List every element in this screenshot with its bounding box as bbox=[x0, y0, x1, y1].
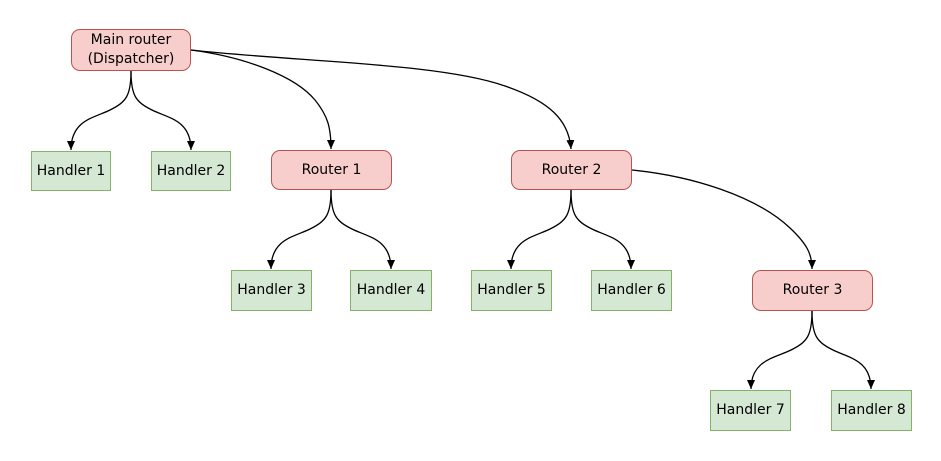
edge-router-2-to-router-3 bbox=[631, 169, 816, 270]
node-main-router: Main router (Dispatcher) bbox=[71, 29, 191, 71]
edge-main-router-to-handler-1 bbox=[67, 70, 132, 151]
edge-main-router-to-router-1 bbox=[190, 49, 335, 150]
edge-main-router-to-handler-2 bbox=[130, 70, 195, 151]
node-router-2: Router 2 bbox=[511, 150, 632, 190]
node-handler-3: Handler 3 bbox=[231, 270, 312, 311]
node-handler-4: Handler 4 bbox=[350, 270, 432, 311]
edge-router-2-to-handler-6 bbox=[570, 189, 635, 270]
edge-router-1-to-handler-3 bbox=[267, 189, 332, 270]
node-handler-7: Handler 7 bbox=[710, 390, 791, 431]
node-handler-6: Handler 6 bbox=[591, 270, 672, 311]
node-handler-2: Handler 2 bbox=[151, 151, 231, 191]
edge-router-2-to-handler-5 bbox=[507, 189, 572, 270]
node-handler-5: Handler 5 bbox=[471, 270, 552, 311]
edge-router-3-to-handler-7 bbox=[747, 310, 813, 390]
edge-router-1-to-handler-4 bbox=[330, 189, 395, 270]
edge-main-router-to-router-2 bbox=[190, 49, 575, 150]
node-router-1: Router 1 bbox=[271, 150, 392, 190]
node-handler-8: Handler 8 bbox=[831, 390, 912, 431]
node-handler-1: Handler 1 bbox=[31, 151, 111, 191]
edge-router-3-to-handler-8 bbox=[811, 310, 875, 390]
node-router-3: Router 3 bbox=[752, 270, 873, 311]
